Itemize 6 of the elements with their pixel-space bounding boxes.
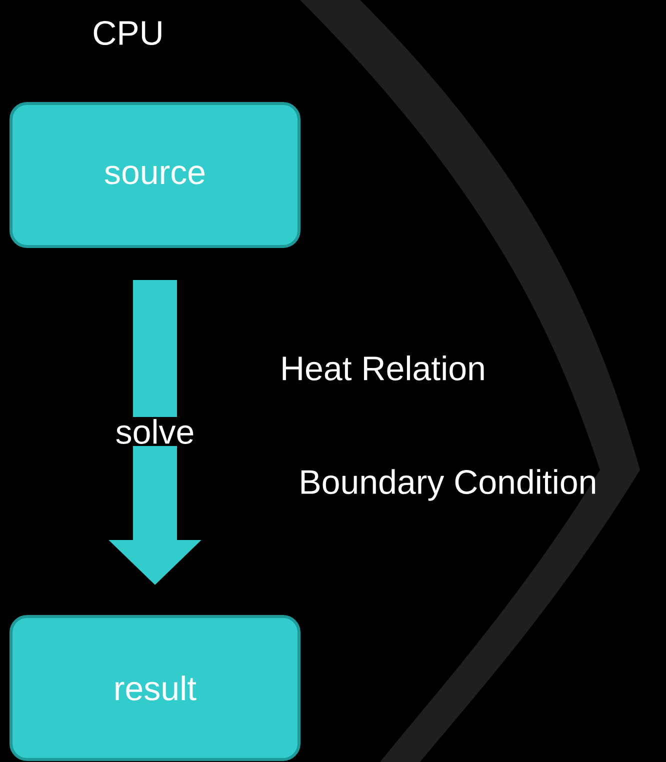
annotation: Heat Relation xyxy=(282,356,484,380)
title: CPU xyxy=(94,20,162,46)
process-box: source xyxy=(10,102,300,248)
annotation: Boundary Condition xyxy=(301,469,596,501)
process-box: result xyxy=(10,615,300,761)
edge-label: solve xyxy=(113,417,197,446)
